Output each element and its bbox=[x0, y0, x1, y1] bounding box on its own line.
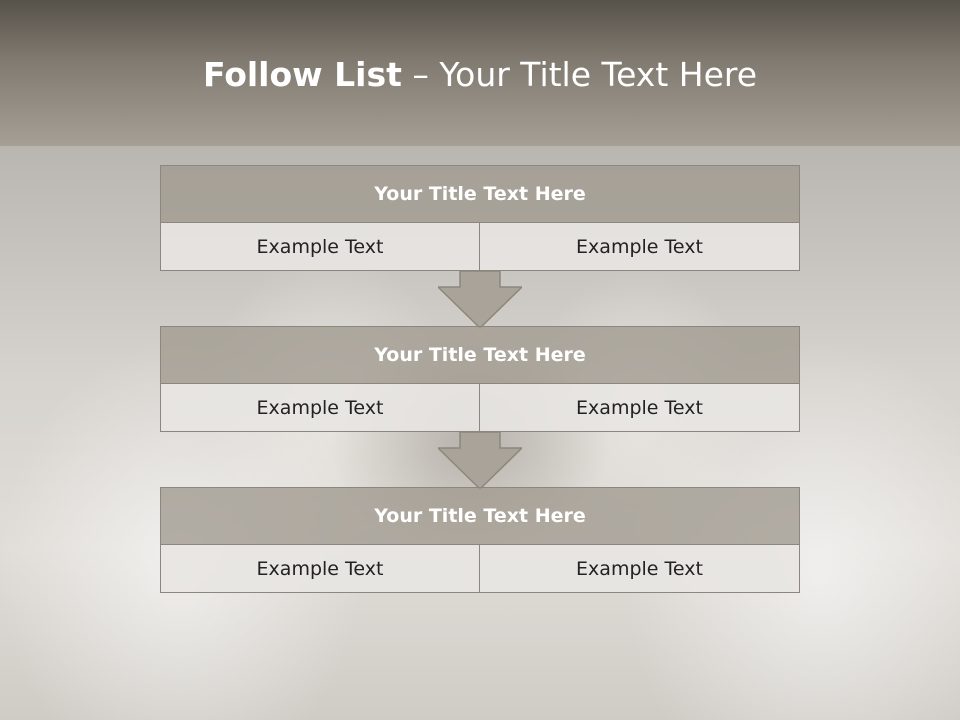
title-bold-part: Follow List bbox=[202, 55, 402, 94]
step-block-3: Your Title Text Here Example Text Exampl… bbox=[160, 487, 800, 593]
step-cells-3: Example Text Example Text bbox=[160, 545, 800, 593]
title-rest-part: – Your Title Text Here bbox=[401, 55, 758, 94]
step-title-3: Your Title Text Here bbox=[160, 487, 800, 545]
down-arrow-icon bbox=[438, 432, 522, 490]
down-arrow-icon bbox=[438, 271, 522, 329]
step-1-left-cell: Example Text bbox=[160, 223, 480, 271]
step-cells-1: Example Text Example Text bbox=[160, 223, 800, 271]
step-block-1: Your Title Text Here Example Text Exampl… bbox=[160, 165, 800, 271]
step-2-right-cell: Example Text bbox=[479, 384, 800, 432]
page-title: Follow List – Your Title Text Here bbox=[0, 52, 960, 98]
step-cells-2: Example Text Example Text bbox=[160, 384, 800, 432]
step-title-1: Your Title Text Here bbox=[160, 165, 800, 223]
step-3-left-cell: Example Text bbox=[160, 545, 480, 593]
header-band: Follow List – Your Title Text Here bbox=[0, 0, 960, 146]
step-title-2: Your Title Text Here bbox=[160, 326, 800, 384]
step-2-left-cell: Example Text bbox=[160, 384, 480, 432]
step-block-2: Your Title Text Here Example Text Exampl… bbox=[160, 326, 800, 432]
step-3-right-cell: Example Text bbox=[479, 545, 800, 593]
step-1-right-cell: Example Text bbox=[479, 223, 800, 271]
